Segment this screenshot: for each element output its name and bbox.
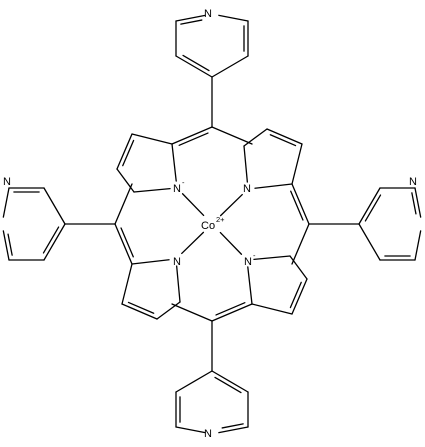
- meso-double-bond: [215, 302, 246, 316]
- pyridyl-double-bond: [7, 233, 13, 256]
- pyridyl-nitrogen-label: N: [204, 8, 212, 20]
- pyridyl-double-bond: [218, 426, 249, 434]
- meso-double-bond: [291, 183, 310, 225]
- metal-atom-label: Co: [201, 220, 215, 232]
- atom-label-layer: Co 2+ N - N N N - N N N N: [3, 8, 417, 440]
- pyridyl-double-bond: [414, 187, 422, 218]
- meso-double-bond: [114, 223, 133, 265]
- pyridyl-bond: [211, 55, 249, 78]
- cobalt-nitrogen-bond: [219, 193, 243, 217]
- pyridyl-bond: [414, 230, 422, 261]
- pyrrole-nitrogen-label: N: [243, 183, 251, 195]
- pyrrole-bond: [133, 187, 171, 193]
- pyrrole-bond: [291, 143, 303, 185]
- metal-charge-label: 2+: [216, 215, 225, 224]
- pyridyl-double-bond: [221, 423, 244, 429]
- pyridyl-double-bond: [411, 192, 417, 215]
- pyridyl-nitrogen-label: N: [409, 176, 417, 188]
- pyridyl-double-bond: [214, 376, 242, 394]
- pyrrole-bond: [289, 255, 308, 280]
- pyrrole-double-bond: [291, 278, 308, 315]
- pyrrole-bond: [253, 255, 291, 261]
- pyridyl-double-bond: [43, 223, 66, 261]
- pyrrole-double-bond: [116, 133, 133, 170]
- pyrrole-bond: [243, 128, 268, 147]
- pyrrole-double-bond: [127, 301, 155, 314]
- pyridyl-bond: [2, 187, 10, 218]
- pyrrole-bond: [254, 183, 293, 189]
- meso-bond: [291, 223, 310, 265]
- pyrrole-bond: [116, 168, 135, 193]
- pyridyl-double-bond: [2, 230, 10, 261]
- cobalt-nitrogen-bond: [219, 231, 243, 255]
- pyridyl-nitrogen-label: N: [3, 176, 11, 188]
- pyrrole-bond: [247, 266, 253, 305]
- pyrrole-bond: [251, 303, 293, 315]
- pyrrole-double-bond: [289, 281, 302, 309]
- meso-double-bond: [290, 190, 304, 221]
- cobalt-nitrogen-bond: [181, 231, 205, 255]
- pyridyl-double-bond: [364, 194, 382, 222]
- pyridyl-double-bond: [182, 54, 210, 72]
- pyridyl-double-bond: [358, 187, 381, 225]
- cobalt-nitrogen-bond: [181, 193, 205, 217]
- pyrrole-bond: [131, 259, 170, 265]
- pyridyl-double-bond: [175, 14, 206, 22]
- pyrrole-nitrogen-label: N: [244, 256, 252, 268]
- pyrrole-nitrogen-label: N: [173, 256, 181, 268]
- pyrrole-double-bond: [122, 139, 135, 167]
- bond-layer: [2, 14, 422, 434]
- pyridyl-double-bond: [175, 55, 213, 78]
- pyrrole-bond: [131, 133, 173, 145]
- pyrrole-double-bond: [269, 134, 297, 147]
- pyridyl-double-bond: [180, 19, 203, 25]
- pyridyl-bond: [218, 14, 249, 22]
- pyrrole-double-bond: [266, 128, 303, 145]
- pyridyl-double-bond: [42, 226, 60, 254]
- pyrrole-bond: [171, 143, 177, 182]
- meso-double-bond: [178, 132, 209, 146]
- pyrrole-bond: [121, 263, 133, 305]
- pyrrole-double-bond: [121, 303, 158, 320]
- meso-bond: [171, 303, 213, 322]
- meso-double-bond: [120, 227, 134, 258]
- pyrrole-bond: [156, 301, 181, 320]
- meso-double-bond: [211, 303, 253, 322]
- pyrrole-nitrogen-charge: -: [182, 178, 185, 187]
- pyridyl-bond: [175, 370, 213, 393]
- pyridyl-bond: [43, 187, 66, 225]
- pyridyl-nitrogen-label: N: [204, 428, 212, 440]
- pyridyl-bond: [175, 426, 206, 434]
- pyridyl-double-bond: [211, 370, 249, 393]
- meso-double-bond: [171, 126, 213, 145]
- meso-bond: [211, 126, 253, 145]
- pyrrole-bond: [243, 145, 249, 183]
- pyrrole-bond: [175, 265, 181, 303]
- pyrrole-nitrogen-label: N: [173, 183, 181, 195]
- meso-bond: [114, 183, 133, 225]
- pyridyl-bond: [358, 223, 381, 261]
- pyrrole-nitrogen-charge: -: [253, 251, 256, 260]
